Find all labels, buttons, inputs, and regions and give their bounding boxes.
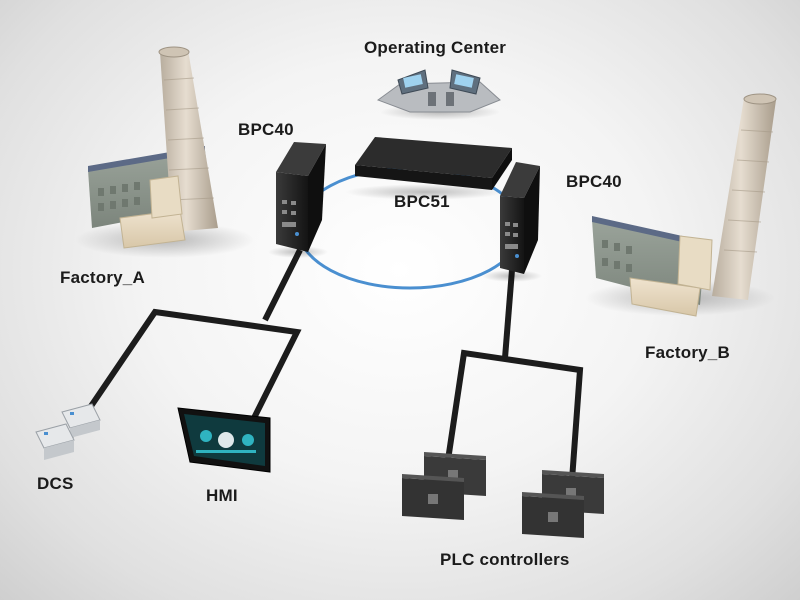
chimney-icon bbox=[712, 93, 777, 300]
control-console-icon bbox=[376, 69, 501, 120]
label-bpc40-right: BPC40 bbox=[566, 172, 622, 191]
label-factory-b: Factory_B bbox=[645, 343, 730, 362]
label-bpc40-left: BPC40 bbox=[238, 120, 294, 139]
industrial-pc-icon bbox=[482, 162, 542, 282]
factory-b bbox=[585, 93, 777, 317]
factory-building-icon bbox=[592, 216, 705, 305]
plc-controller-icon bbox=[402, 474, 464, 520]
label-bpc51: BPC51 bbox=[394, 192, 450, 211]
dcs-module-icon bbox=[35, 403, 101, 460]
factory-a bbox=[75, 46, 255, 258]
plc-controller-icon bbox=[522, 492, 584, 538]
cable-right bbox=[445, 269, 584, 481]
cable-left bbox=[65, 248, 303, 442]
server-icon bbox=[345, 137, 512, 200]
label-hmi: HMI bbox=[206, 486, 238, 505]
label-dcs: DCS bbox=[37, 474, 74, 493]
label-operating-center: Operating Center bbox=[364, 38, 507, 57]
industrial-pc-icon bbox=[268, 142, 328, 258]
hmi-panel-icon bbox=[177, 407, 271, 473]
label-plc-controllers: PLC controllers bbox=[440, 550, 570, 569]
plc-group bbox=[402, 452, 604, 538]
label-factory-a: Factory_A bbox=[60, 268, 145, 287]
